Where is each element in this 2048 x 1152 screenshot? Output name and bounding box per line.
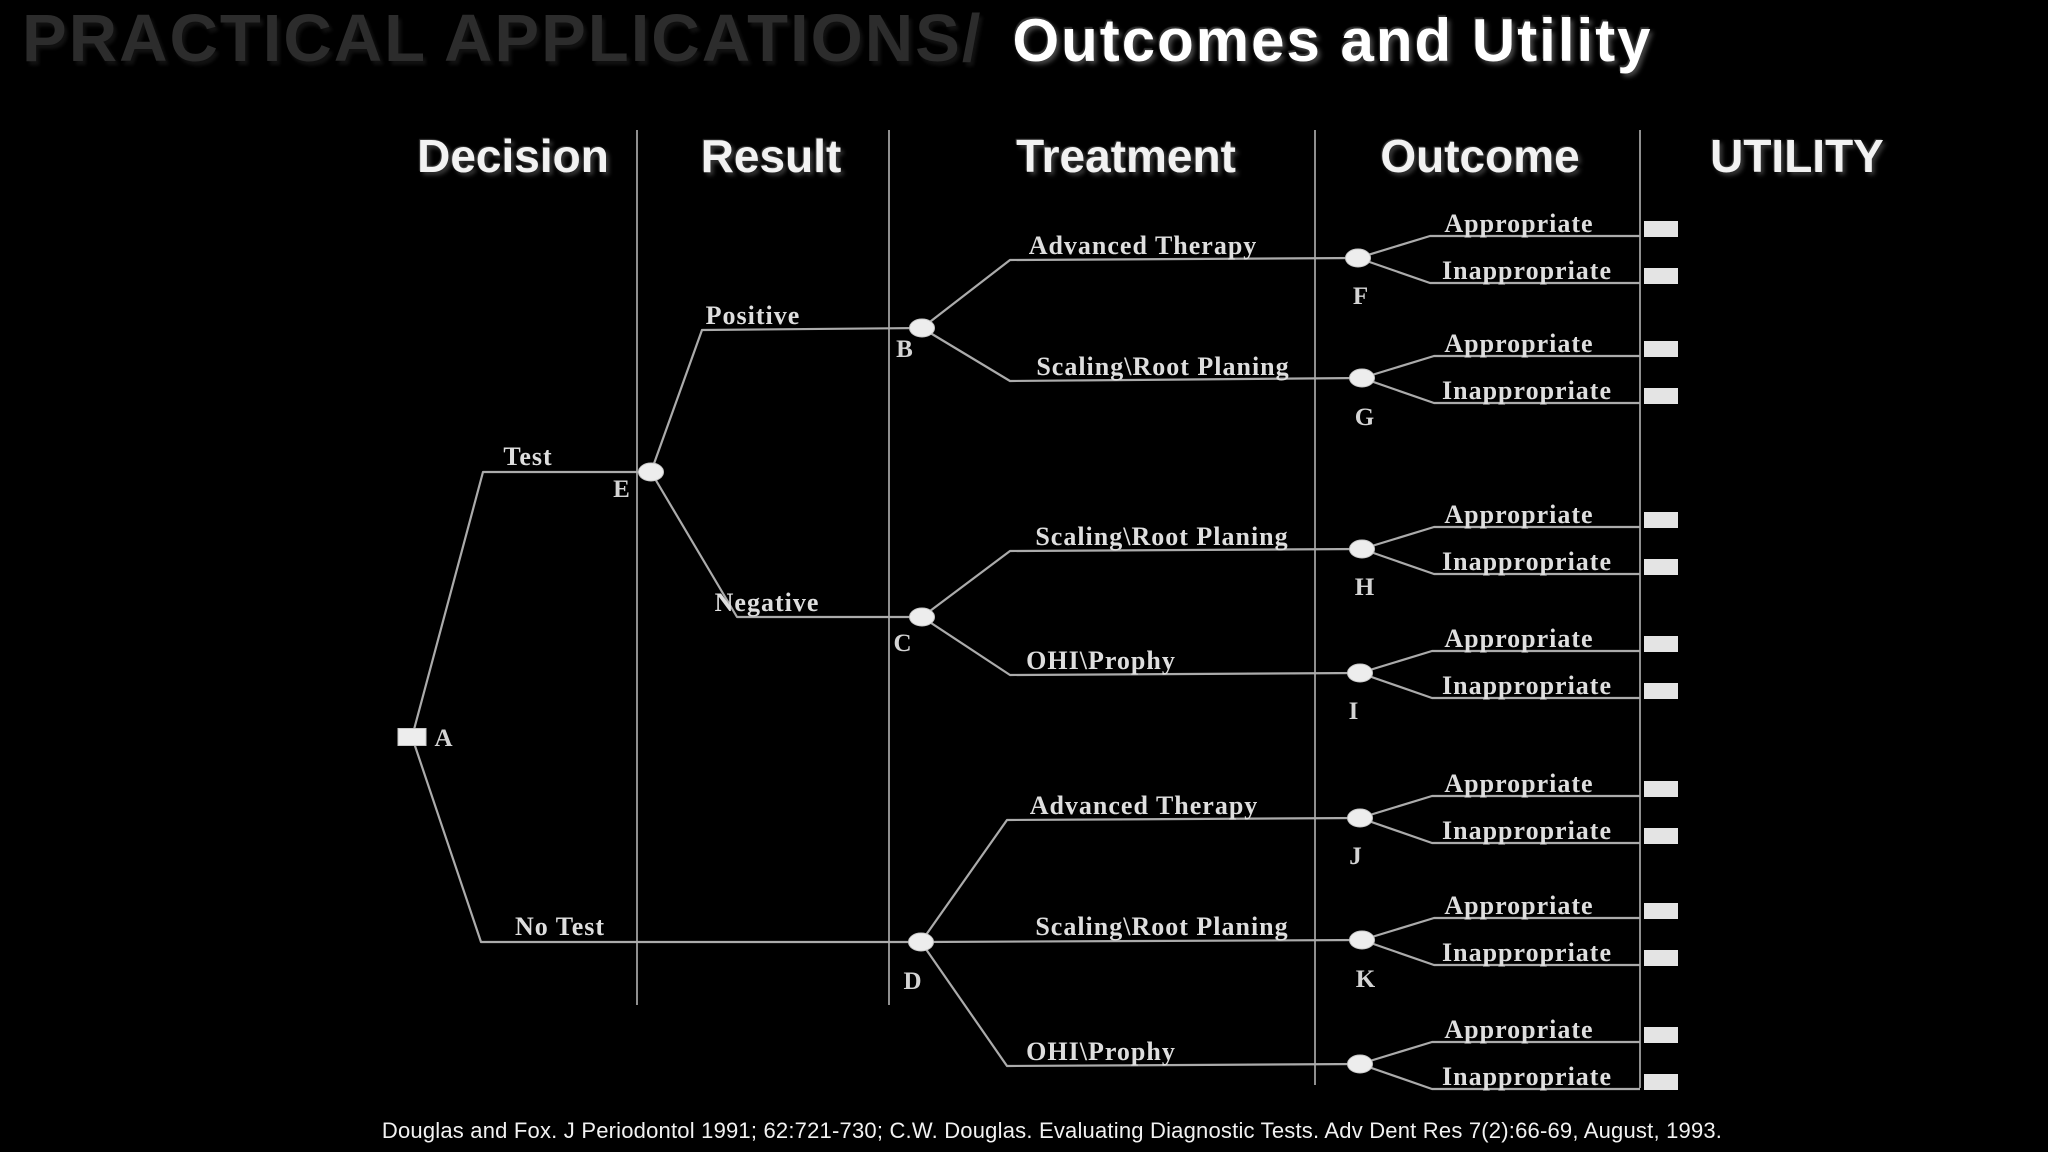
outcome-line-K-appropriate (1361, 916, 1640, 942)
node-letter-K: K (1356, 966, 1376, 993)
branch-line-positive (649, 326, 923, 473)
node-J (1347, 808, 1373, 828)
outcome-line-F-appropriate (1357, 234, 1640, 260)
branch-label-scaling-root-planing-k: Scaling\Root Planing (1035, 912, 1288, 941)
outcome-label-H-inappropriate: Inappropriate (1442, 547, 1612, 576)
slide-title: PRACTICAL APPLICATIONS/ Outcomes and Uti… (22, 0, 1653, 96)
branch-line-advanced-therapy-j (920, 816, 1361, 943)
node-letter-G: G (1355, 404, 1375, 431)
branch-label-test: Test (503, 442, 552, 471)
node-letter-B: B (896, 336, 914, 363)
branch-line-scaling-root-planing-h (921, 547, 1363, 618)
node-L (1347, 1054, 1373, 1074)
branch-line-scaling-root-planing-g (921, 327, 1363, 383)
outcome-line-F-inappropriate (1357, 256, 1640, 285)
column-header-result: Result (701, 130, 842, 182)
branch-label-positive: Positive (706, 301, 801, 330)
node-F (1345, 248, 1371, 268)
outcome-line-H-inappropriate (1361, 547, 1640, 576)
outcome-label-J-inappropriate: Inappropriate (1442, 816, 1612, 845)
outcome-label-F-appropriate: Appropriate (1444, 209, 1593, 238)
utility-box-H-appropriate (1644, 512, 1678, 528)
outcome-label-I-appropriate: Appropriate (1444, 624, 1593, 653)
utility-box-G-appropriate (1644, 341, 1678, 357)
utility-box-H-inappropriate (1644, 559, 1678, 575)
outcome-line-L-inappropriate (1359, 1062, 1640, 1091)
utility-box-G-inappropriate (1644, 388, 1678, 404)
branch-label-scaling-root-planing-h: Scaling\Root Planing (1035, 522, 1288, 551)
node-letter-F: F (1353, 283, 1369, 310)
branch-label-ohi-prophy-i: OHI\Prophy (1026, 646, 1176, 675)
branch-line-test (410, 470, 651, 738)
branch-line-advanced-therapy-f (921, 256, 1359, 329)
title-practical-applications: PRACTICAL APPLICATIONS/ (22, 1, 983, 76)
branch-line-ohi-prophy-l (920, 941, 1361, 1068)
outcome-line-I-inappropriate (1359, 671, 1640, 700)
outcome-line-I-appropriate (1359, 649, 1640, 675)
column-header-outcome: Outcome (1380, 130, 1579, 182)
column-header-utility: UTILITY (1710, 130, 1884, 182)
outcome-label-K-inappropriate: Inappropriate (1442, 938, 1612, 967)
branch-label-advanced-therapy-j: Advanced Therapy (1030, 791, 1259, 820)
node-letter-I: I (1349, 698, 1360, 725)
outcome-line-J-inappropriate (1359, 816, 1640, 845)
branch-line-no-test (410, 736, 921, 944)
utility-box-K-appropriate (1644, 903, 1678, 919)
utility-box-F-inappropriate (1644, 268, 1678, 284)
column-header-decision: Decision (417, 130, 609, 182)
node-letter-E: E (613, 476, 631, 503)
outcome-line-K-inappropriate (1361, 938, 1640, 967)
utility-box-J-inappropriate (1644, 828, 1678, 844)
utility-box-I-appropriate (1644, 636, 1678, 652)
outcome-label-L-inappropriate: Inappropriate (1442, 1062, 1612, 1091)
node-A (397, 728, 427, 746)
outcome-line-H-appropriate (1361, 525, 1640, 551)
outcome-label-G-appropriate: Appropriate (1444, 329, 1593, 358)
node-C (909, 607, 935, 627)
utility-box-L-appropriate (1644, 1027, 1678, 1043)
branch-line-scaling-root-planing-k (920, 938, 1363, 944)
node-B (909, 318, 935, 338)
outcome-line-G-inappropriate (1361, 376, 1640, 405)
outcome-label-K-appropriate: Appropriate (1444, 891, 1593, 920)
outcome-label-H-appropriate: Appropriate (1444, 500, 1593, 529)
citation: Douglas and Fox. J Periodontol 1991; 62:… (381, 1118, 1723, 1143)
node-G (1349, 368, 1375, 388)
branch-line-ohi-prophy-i (921, 616, 1361, 677)
node-E (638, 462, 664, 482)
node-letter-C: C (893, 630, 912, 657)
outcome-line-J-appropriate (1359, 794, 1640, 820)
utility-box-L-inappropriate (1644, 1074, 1678, 1090)
node-H (1349, 539, 1375, 559)
outcome-line-G-appropriate (1361, 354, 1640, 380)
outcome-label-J-appropriate: Appropriate (1444, 769, 1593, 798)
title-outcomes-and-utility: Outcomes and Utility (1012, 7, 1653, 74)
branch-line-negative (650, 471, 922, 619)
outcome-line-L-appropriate (1359, 1040, 1640, 1066)
node-I (1347, 663, 1373, 683)
outcome-label-G-inappropriate: Inappropriate (1442, 376, 1612, 405)
utility-box-F-appropriate (1644, 221, 1678, 237)
node-K (1349, 930, 1375, 950)
branch-label-no-test: No Test (515, 912, 605, 941)
utility-box-J-appropriate (1644, 781, 1678, 797)
node-D (908, 932, 934, 952)
utility-box-K-inappropriate (1644, 950, 1678, 966)
column-header-treatment: Treatment (1016, 130, 1236, 182)
outcome-label-F-inappropriate: Inappropriate (1442, 256, 1612, 285)
branch-label-scaling-root-planing-g: Scaling\Root Planing (1036, 352, 1289, 381)
utility-box-I-inappropriate (1644, 683, 1678, 699)
branch-label-advanced-therapy-f: Advanced Therapy (1029, 231, 1258, 260)
outcome-label-L-appropriate: Appropriate (1444, 1015, 1593, 1044)
node-letter-H: H (1355, 574, 1375, 601)
branch-label-negative: Negative (715, 588, 820, 617)
node-letter-J: J (1349, 843, 1363, 870)
node-letter-D: D (903, 968, 922, 995)
outcome-label-I-inappropriate: Inappropriate (1442, 671, 1612, 700)
branch-label-ohi-prophy-l: OHI\Prophy (1026, 1037, 1176, 1066)
node-letter-A: A (434, 725, 453, 752)
